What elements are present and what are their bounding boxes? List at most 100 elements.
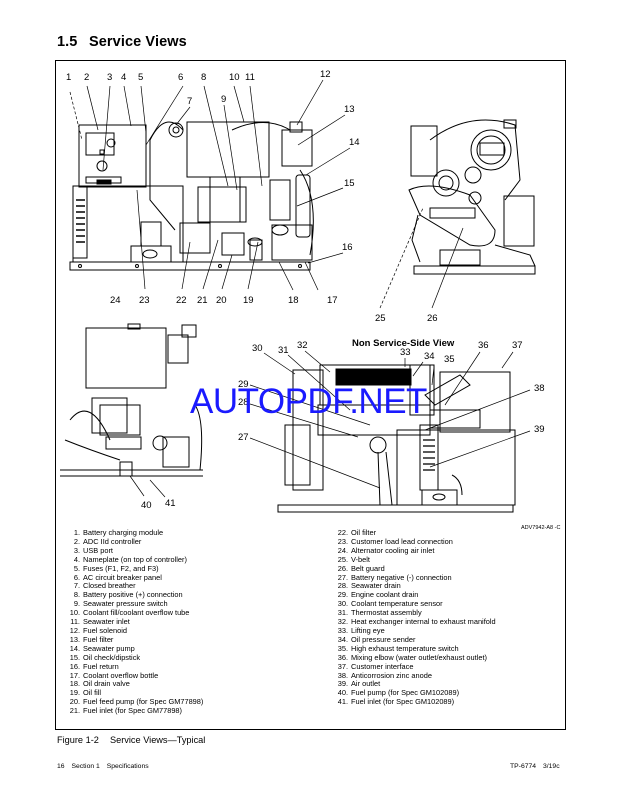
legend-item-number: 21.	[69, 706, 80, 716]
callout-18: 18	[288, 295, 299, 306]
legend-item-text: Fuel pump (for Spec GM102089)	[351, 688, 460, 698]
legend-item: 6.AC circuit breaker panel	[63, 572, 203, 583]
callout-19: 19	[243, 295, 254, 306]
legend-item-number: 39.	[337, 679, 348, 689]
legend-item-text: Seawater inlet	[83, 617, 130, 627]
legend-item-text: Engine coolant drain	[351, 590, 419, 600]
legend-item: 25.V-belt	[331, 555, 496, 565]
legend-item: 33.Lifting eye	[331, 626, 496, 636]
legend-item-text: Oil drain valve	[83, 679, 130, 689]
legend-item: 20.Fuel feed pump (for Spec GM77898)	[63, 697, 204, 707]
legend-item-number: 9.	[73, 599, 80, 609]
legend-item: 7.Closed breather	[63, 581, 203, 591]
legend-item-number: 27.	[337, 572, 348, 582]
footer-section-name: Specifications	[106, 763, 149, 770]
legend-item-text: Seawater pump	[83, 643, 135, 653]
legend-item-text: Customer interface	[351, 661, 414, 671]
legend-item: 22.Oil filter	[331, 528, 496, 538]
legend-item-text: Belt guard	[351, 563, 385, 573]
legend-item-number: 14.	[69, 643, 80, 653]
legend-item-number: 18.	[69, 679, 80, 689]
callout-7: 7	[187, 96, 193, 107]
callout-31: 31	[278, 345, 289, 356]
legend-item-text: AC circuit breaker panel	[83, 572, 162, 582]
legend-item-text: Seawater drain	[351, 581, 401, 591]
legend-item-number: 5.	[73, 563, 80, 573]
non-service-side-view	[277, 364, 516, 513]
callout-38: 38	[534, 383, 545, 394]
legend-item-number: 28.	[337, 581, 348, 591]
callout-2: 2	[84, 72, 90, 83]
legend-item-text: Battery charging module	[83, 528, 164, 537]
legend-item: 14.Seawater pump	[63, 643, 203, 654]
legend-item-text: Customer load lead connection	[351, 536, 453, 546]
non-service-view-heading: Non Service-Side View	[352, 338, 455, 349]
callout-3: 3	[107, 72, 113, 83]
callout-22: 22	[176, 295, 187, 306]
legend-item-number: 24.	[337, 545, 348, 555]
callout-34: 34	[424, 351, 435, 362]
legend-item-number: 31.	[337, 608, 348, 618]
legend-item-number: 36.	[337, 652, 348, 662]
legend-item: 34.Oil pressure sender	[331, 635, 496, 645]
callout-12: 12	[320, 69, 331, 80]
fuel-filter-shape	[281, 129, 313, 167]
legend-item-text: Fuses (F1, F2, and F3)	[83, 563, 159, 573]
legend-item-number: 22.	[337, 528, 348, 537]
legend-item: 30.Coolant temperature sensor	[331, 599, 496, 609]
legend-item: 23.Customer load lead connection	[331, 536, 496, 547]
legend-item-number: 23.	[337, 536, 348, 546]
legend-item-text: Air outlet	[351, 679, 381, 689]
callout-13: 13	[344, 104, 355, 115]
legend-item-text: Seawater pressure switch	[83, 599, 168, 609]
legend-item-number: 10.	[69, 608, 80, 618]
callout-26: 26	[427, 313, 438, 324]
legend-item-number: 35.	[337, 643, 348, 653]
controller-box	[78, 124, 147, 188]
base-plate	[69, 261, 311, 271]
legend-item: 19.Oil fill	[63, 688, 203, 698]
legend-item-number: 41.	[337, 697, 348, 707]
callout-16: 16	[342, 242, 353, 253]
legend-item-text: Fuel return	[83, 661, 119, 671]
legend-item-number: 17.	[69, 670, 80, 680]
belt-guard-shape	[408, 185, 496, 247]
service-side-view	[69, 121, 314, 271]
callout-23: 23	[139, 295, 150, 306]
legend-item: 28.Seawater drain	[331, 581, 496, 591]
legend-item: 1.Battery charging module	[63, 528, 203, 538]
callout-24: 24	[110, 295, 121, 306]
legend-item-text: Fuel inlet (for Spec GM102089)	[351, 697, 455, 707]
legend-item: 31.Thermostat assembly	[331, 608, 496, 618]
legend-item: 8.Battery positive (+) connection	[63, 590, 203, 600]
legend-item-text: Nameplate (on top of controller)	[83, 554, 187, 564]
drawing-code: ADV7942-A8 -C	[521, 525, 561, 531]
callout-15: 15	[344, 178, 355, 189]
leader-lines	[69, 79, 531, 498]
legend-item-number: 30.	[337, 599, 348, 609]
legend-item: 21.Fuel inlet (for Spec GM77898)	[63, 706, 203, 716]
footer-section-label: Section 1	[71, 763, 100, 770]
partial-view	[60, 323, 203, 477]
legend-item-text: Mixing elbow (water outlet/exhaust outle…	[351, 652, 487, 662]
callout-39: 39	[534, 424, 545, 435]
legend-item: 15.Oil check/dipstick	[63, 653, 203, 663]
callout-27: 27	[238, 432, 249, 443]
legend-item: 40.Fuel pump (for Spec GM102089)	[331, 688, 496, 698]
legend-item: 11.Seawater inlet	[63, 617, 203, 627]
watermark: AUTOPDF.NET	[190, 382, 427, 421]
callout-10: 10	[229, 72, 240, 83]
legend-item-text: Thermostat assembly	[351, 608, 422, 618]
callout-40: 40	[141, 500, 152, 511]
legend-item: 26.Belt guard	[331, 563, 496, 574]
figure-frame	[55, 60, 566, 730]
callout-21: 21	[197, 295, 208, 306]
footer-left: 16 Section 1 Specifications	[57, 763, 154, 770]
callout-8: 8	[201, 72, 207, 83]
page-number: 16	[57, 763, 65, 770]
callout-28: 28	[238, 397, 249, 408]
